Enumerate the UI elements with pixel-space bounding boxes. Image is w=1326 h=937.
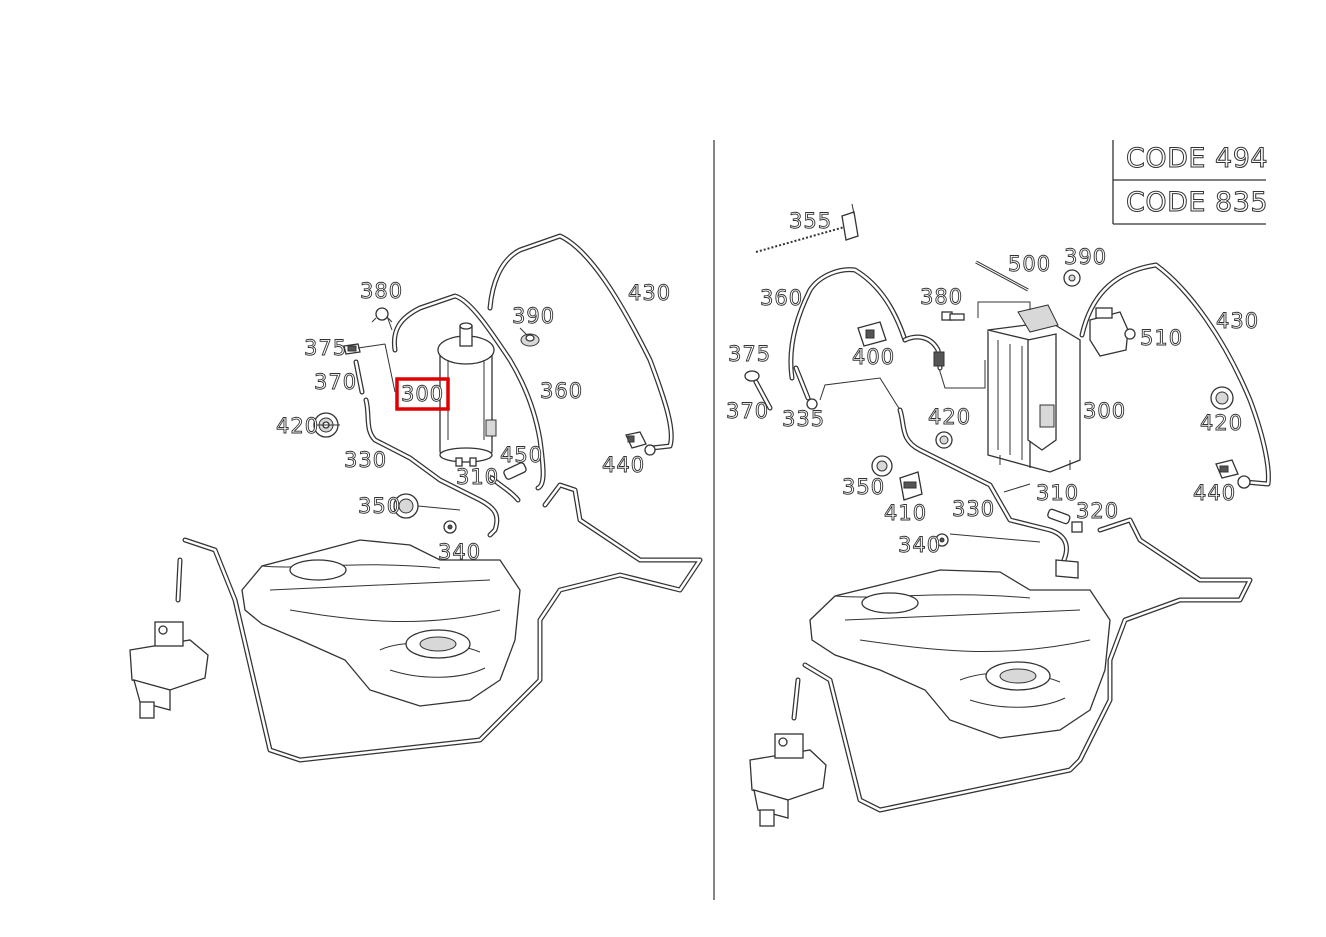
label-370-r[interactable]: 370 xyxy=(726,399,769,424)
label-450[interactable]: 450 xyxy=(500,443,543,468)
label-350[interactable]: 350 xyxy=(358,494,401,519)
fuel-tank-left xyxy=(175,482,703,763)
bracket-410 xyxy=(899,471,923,501)
label-420[interactable]: 420 xyxy=(276,414,319,439)
label-340[interactable]: 340 xyxy=(438,540,481,565)
grommet-420-right xyxy=(935,386,1234,449)
bolt-380-right xyxy=(941,311,965,321)
label-330[interactable]: 330 xyxy=(344,448,387,473)
valve-510 xyxy=(1089,307,1136,357)
label-375-r[interactable]: 375 xyxy=(728,342,771,367)
connector-335 xyxy=(793,365,818,410)
hose-310 xyxy=(489,475,521,503)
label-440-r[interactable]: 440 xyxy=(1193,481,1236,506)
clip-380 xyxy=(371,307,393,323)
hose-360 xyxy=(391,293,546,491)
label-355[interactable]: 355 xyxy=(789,209,832,234)
label-340-r[interactable]: 340 xyxy=(898,533,941,558)
bracket-400 xyxy=(857,321,887,347)
valve-440-right xyxy=(1215,459,1251,489)
label-300-r[interactable]: 300 xyxy=(1083,399,1126,424)
right-panel: CODE 494 CODE 835 xyxy=(726,140,1271,827)
hose-370-right xyxy=(753,379,773,411)
grommet-390-right xyxy=(1063,269,1081,287)
hose-370 xyxy=(353,359,365,395)
label-430-r[interactable]: 430 xyxy=(1216,309,1259,334)
label-430[interactable]: 430 xyxy=(628,281,671,306)
label-310[interactable]: 310 xyxy=(456,465,499,490)
valve-350-right xyxy=(871,455,893,477)
canister-300-right xyxy=(987,304,1081,473)
clip-320 xyxy=(1071,521,1083,533)
label-380[interactable]: 380 xyxy=(360,279,403,304)
code-table: CODE 494 CODE 835 xyxy=(1112,140,1269,225)
code-494[interactable]: CODE 494 xyxy=(1126,143,1269,175)
canister-300 xyxy=(437,322,497,467)
clamp-340 xyxy=(443,520,457,534)
fuel-tank-right xyxy=(791,517,1253,813)
code-835[interactable]: CODE 835 xyxy=(1126,187,1269,219)
hose-380-connector xyxy=(902,334,945,371)
label-300[interactable]: 300 xyxy=(401,382,444,407)
left-labels: 380 390 430 375 370 300 360 420 450 330 … xyxy=(276,279,671,565)
connector-310-right xyxy=(1047,508,1071,525)
label-380-r[interactable]: 380 xyxy=(920,285,963,310)
vent-pipe-430-right xyxy=(1079,262,1271,487)
valve-440 xyxy=(625,431,656,456)
label-360[interactable]: 360 xyxy=(540,379,583,404)
label-510[interactable]: 510 xyxy=(1140,326,1183,351)
clamp-375-right xyxy=(744,370,760,382)
label-420-r1[interactable]: 420 xyxy=(928,405,971,430)
vent-pipe-430 xyxy=(487,233,674,451)
left-panel: 380 390 430 375 370 300 360 420 450 330 … xyxy=(129,233,703,763)
label-390[interactable]: 390 xyxy=(512,304,555,329)
clamp-375 xyxy=(343,343,361,355)
hose-330 xyxy=(363,397,500,538)
label-310-r[interactable]: 310 xyxy=(1036,481,1079,506)
valve-350 xyxy=(393,493,419,519)
label-500[interactable]: 500 xyxy=(1008,252,1051,277)
label-350-r[interactable]: 350 xyxy=(842,475,885,500)
pin-500 xyxy=(975,260,1029,292)
label-390-r[interactable]: 390 xyxy=(1064,245,1107,270)
label-410[interactable]: 410 xyxy=(884,501,927,526)
label-360-r[interactable]: 360 xyxy=(760,286,803,311)
label-375[interactable]: 375 xyxy=(304,336,347,361)
purge-valve-right xyxy=(749,733,827,827)
label-335[interactable]: 335 xyxy=(782,407,825,432)
label-370[interactable]: 370 xyxy=(314,370,357,395)
label-330-r[interactable]: 330 xyxy=(952,497,995,522)
right-labels: 355 500 390 360 380 430 510 375 400 370 … xyxy=(726,209,1259,558)
connector-450 xyxy=(503,462,527,480)
grommet-390 xyxy=(520,333,540,347)
hose-330-right xyxy=(897,407,1069,563)
left-leader-lines xyxy=(316,315,529,511)
hose-360-right xyxy=(788,267,908,381)
label-320[interactable]: 320 xyxy=(1076,499,1119,524)
label-420-r2[interactable]: 420 xyxy=(1200,411,1243,436)
clamp-340-right xyxy=(935,533,949,547)
label-440[interactable]: 440 xyxy=(602,453,645,478)
purge-valve-left xyxy=(129,621,209,719)
highlight-box-300 xyxy=(395,377,450,411)
right-leader-lines xyxy=(819,277,1077,543)
strap-355 xyxy=(755,203,859,253)
label-400[interactable]: 400 xyxy=(852,345,895,370)
